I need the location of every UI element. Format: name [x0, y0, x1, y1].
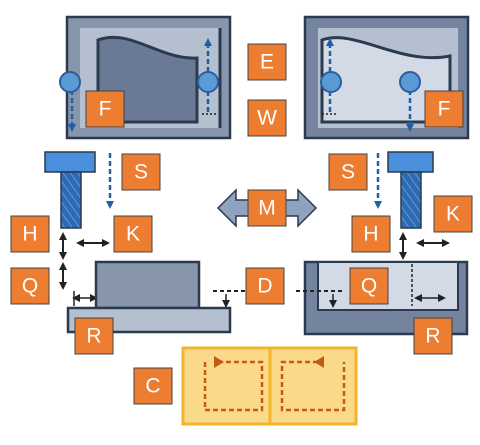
label-m-text: M — [258, 197, 276, 220]
label-h-left-text: H — [22, 223, 37, 246]
right-screw-head — [387, 151, 434, 173]
label-r-left-text: R — [86, 325, 101, 348]
corner-path-right — [280, 360, 346, 412]
left-dimension-arrows — [59, 232, 110, 306]
label-q-left-text: Q — [22, 275, 38, 298]
label-r-right: R — [413, 317, 453, 355]
right-screw — [374, 151, 434, 229]
corner-arrow-left — [214, 356, 224, 368]
label-k-right-text: K — [446, 203, 460, 226]
label-h-right: H — [351, 215, 391, 253]
label-s-left: S — [121, 153, 161, 191]
corner-panel-left — [181, 346, 272, 426]
label-k-right: K — [433, 195, 473, 233]
label-w-text: W — [257, 107, 277, 130]
label-q-right: Q — [349, 267, 389, 305]
corner-path-left — [203, 360, 264, 412]
label-f-left: F — [85, 90, 125, 128]
label-d: D — [245, 267, 285, 305]
left-screw-head — [44, 151, 96, 173]
label-k-left-text: K — [126, 223, 140, 246]
label-f-right-text: F — [438, 98, 451, 121]
label-m: M — [247, 189, 287, 227]
label-s-left-text: S — [134, 161, 148, 184]
bottom-left-block — [94, 260, 201, 310]
label-c: C — [133, 367, 173, 405]
top-left-bearing-left — [59, 71, 81, 93]
corner-arrow-right — [314, 356, 324, 368]
label-w: W — [247, 99, 287, 137]
top-right-bearing-left — [320, 71, 342, 93]
label-h-right-text: H — [363, 223, 378, 246]
label-e: E — [247, 43, 287, 81]
label-c-text: C — [145, 375, 160, 398]
label-r-left: R — [74, 317, 114, 355]
label-d-text: D — [257, 275, 272, 298]
label-e-text: E — [260, 51, 274, 74]
label-q-left: Q — [10, 267, 50, 305]
label-s-right-text: S — [341, 161, 355, 184]
label-r-right-text: R — [425, 325, 440, 348]
left-screw-shank — [60, 171, 82, 229]
label-f-right: F — [424, 90, 464, 128]
right-screw-shank — [400, 171, 422, 229]
left-screw — [44, 151, 114, 229]
label-s-right: S — [328, 153, 368, 191]
corner-panels — [181, 346, 358, 426]
label-f-left-text: F — [99, 98, 112, 121]
top-right-bearing-right — [399, 71, 421, 93]
label-h-left: H — [10, 215, 50, 253]
label-k-left: K — [113, 215, 153, 253]
top-left-bearing-right — [197, 71, 219, 93]
corner-panel-right — [268, 346, 358, 426]
label-q-right-text: Q — [361, 275, 377, 298]
